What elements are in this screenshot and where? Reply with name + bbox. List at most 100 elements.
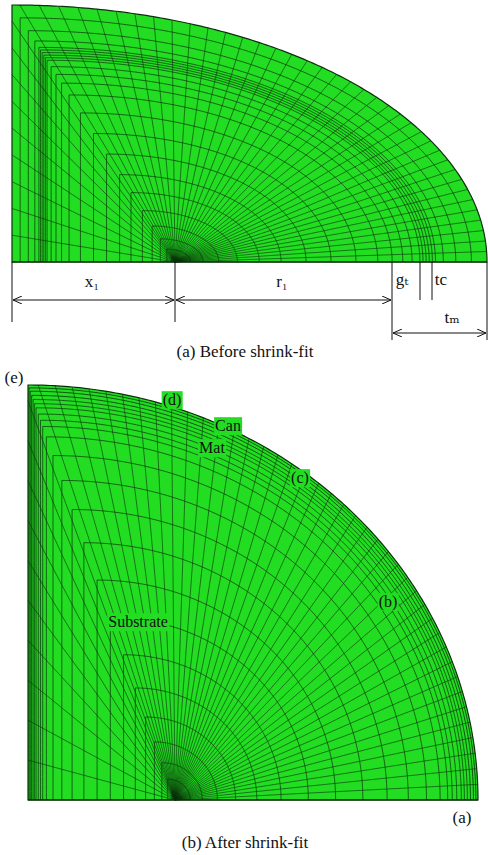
extension-line: [392, 262, 393, 340]
mesh-radial: [175, 54, 292, 262]
mesh-ring: [94, 134, 332, 263]
dimension-label: tc: [435, 271, 447, 290]
point-label: (c): [290, 469, 310, 487]
mesh-ring: [80, 113, 356, 262]
mesh-ring: [44, 55, 426, 262]
mesh-radial: [28, 640, 175, 800]
mesh-radial: [175, 722, 470, 800]
mesh-radial: [139, 398, 175, 800]
dimension-label: r₁: [276, 273, 288, 292]
point-label: (d): [162, 391, 183, 409]
mesh-ring: [42, 53, 429, 262]
mesh-radial: [97, 9, 175, 262]
mesh-axis: [12, 261, 487, 262]
mesh-radial: [12, 128, 175, 262]
mesh-radial: [175, 179, 462, 262]
mesh-radial: [175, 412, 188, 800]
mesh-radial: [175, 220, 481, 262]
part-label: Can: [214, 417, 242, 435]
mesh-radial: [175, 439, 249, 800]
mesh-radial: [175, 67, 322, 262]
mesh-radial: [175, 516, 356, 800]
figure-caption: (a) Before shrink-fit: [177, 343, 314, 362]
mesh-radial: [78, 7, 175, 262]
mesh-radial: [72, 387, 175, 800]
mesh-radial: [28, 521, 175, 800]
mesh-radial: [175, 424, 219, 800]
mesh-radial: [175, 527, 367, 800]
mesh-ring: [41, 50, 433, 262]
extension-line: [175, 262, 176, 322]
extension-line: [432, 262, 433, 300]
mesh-axis: [28, 799, 478, 800]
figure-caption: (b) After shrink-fit: [182, 834, 309, 853]
mesh-radial: [28, 561, 175, 800]
mesh-radial: [175, 494, 331, 800]
dimension-label: tₘ: [444, 309, 459, 328]
extension-line: [487, 262, 488, 340]
dimension-arrow: [13, 300, 174, 301]
mesh-ring: [107, 154, 307, 262]
mesh-ring: [56, 74, 403, 262]
mesh-radial: [175, 769, 477, 800]
mesh-radial: [175, 473, 306, 800]
mesh-ring: [30, 391, 473, 800]
part-label: Mat: [198, 439, 226, 457]
mesh-radial: [12, 235, 175, 262]
dimension-label: x₁: [85, 273, 99, 292]
mesh-radial: [175, 552, 388, 800]
mesh-region: [12, 5, 487, 262]
mesh-radial: [12, 48, 175, 262]
mesh-radial: [28, 720, 175, 800]
mesh-radial: [89, 389, 175, 800]
mesh-radial: [12, 182, 175, 262]
mesh-radial: [175, 692, 462, 800]
mesh-radial: [175, 210, 477, 262]
mesh-radial: [175, 89, 364, 262]
mesh-radial: [28, 401, 175, 800]
mesh-radial: [28, 600, 175, 800]
mesh-radial: [175, 141, 431, 262]
mesh-radial: [175, 455, 278, 800]
mesh-radial: [116, 11, 175, 262]
dimension-arrow: [393, 333, 486, 334]
mesh-radial: [175, 150, 440, 262]
point-label: (a): [453, 809, 472, 828]
mesh-radial: [175, 24, 190, 262]
mesh-radial: [175, 604, 425, 800]
mesh-radial: [38, 385, 175, 800]
mesh-radial: [175, 577, 408, 800]
mesh-region: [28, 385, 478, 800]
mesh-radial: [28, 481, 175, 800]
mesh-radial: [12, 75, 175, 262]
mesh-radial: [28, 680, 175, 800]
mesh-radial: [12, 208, 175, 262]
mesh-radial: [28, 760, 175, 800]
mesh-ring: [39, 47, 436, 262]
part-label: Substrate: [107, 613, 169, 631]
extension-line: [420, 262, 421, 300]
dimension-label: gₜ: [396, 271, 409, 290]
mesh-ring: [29, 388, 476, 800]
mesh-ring: [20, 18, 471, 262]
dimension-arrow: [176, 300, 391, 301]
mesh-radial: [175, 74, 337, 262]
mesh-radial: [12, 101, 175, 262]
point-label: (e): [5, 369, 24, 388]
mesh-radial: [175, 504, 344, 800]
mesh-radial: [175, 37, 243, 262]
mesh-radial: [175, 114, 400, 262]
mesh-radial: [175, 241, 485, 262]
mesh-ring: [32, 395, 471, 800]
mesh-radial: [175, 418, 203, 800]
mesh-radial: [175, 707, 467, 800]
mesh-radial: [172, 20, 175, 262]
mesh-radial: [39, 5, 175, 262]
mesh-radial: [175, 97, 377, 262]
mesh-radial: [12, 21, 175, 262]
mesh-radial: [175, 170, 455, 262]
mesh-radial: [175, 43, 260, 262]
mesh-ring: [51, 67, 412, 262]
mesh-radial: [175, 200, 473, 262]
